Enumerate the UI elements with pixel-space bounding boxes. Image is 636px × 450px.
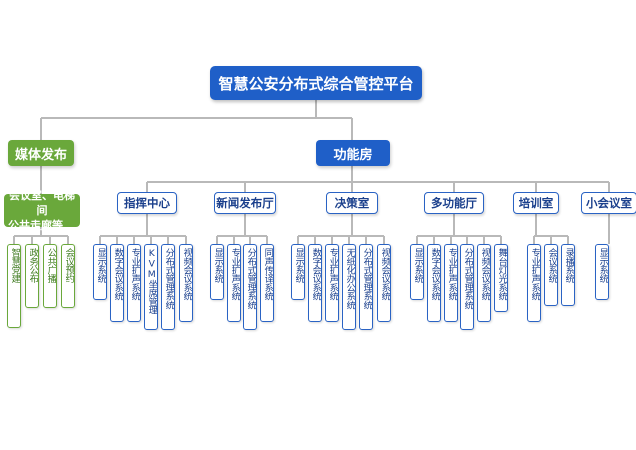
system-leaf: 分布式管理系统 [161,244,175,330]
function-room-node: 功能房 [316,140,390,166]
system-leaf: 同声传译系统 [260,244,274,322]
media-leaf: 智慧党建 [7,244,21,328]
media-leaf: 公共广播 [43,244,57,308]
media-location-node: 会议室、电梯间 公共走廊等 [4,189,80,232]
system-leaf: 显示系统 [595,244,609,300]
system-leaf: 显示系统 [291,244,305,300]
system-leaf: 录播系统 [561,244,575,306]
system-leaf: 显示系统 [410,244,424,300]
system-leaf: 分布式管理系统 [460,244,474,330]
system-leaf: 专业扩声系统 [227,244,241,322]
system-leaf: 专业扩声系统 [527,244,541,322]
system-leaf: 数字会议系统 [427,244,441,322]
system-leaf: 分布式管理系统 [359,244,373,330]
system-leaf: 专业扩声系统 [444,244,458,322]
system-leaf: 数字会议系统 [308,244,322,322]
room-decision-room: 决策室 [326,192,378,214]
media-leaf: 政务公布 [25,244,39,308]
system-leaf: 视频会议系统 [377,244,391,322]
system-leaf: 显示系统 [210,244,224,300]
system-leaf: 视频会议系统 [179,244,193,322]
media-leaf: 会议预约 [61,244,75,308]
room-multifunction-hall: 多功能厅 [424,192,484,214]
system-leaf: 显示系统 [93,244,107,300]
system-leaf: 分布式管理系统 [243,244,257,330]
media-publish-node: 媒体发布 [8,140,74,166]
system-leaf: 舞台灯光系统 [494,244,508,312]
system-leaf: 视频会议系统 [477,244,491,322]
system-leaf: KVM坐席管理 [144,244,158,330]
media-location-line-1: 会议室、电梯间 [9,189,75,217]
media-location-line-2: 公共走廊等 [8,219,63,232]
room-training-room: 培训室 [513,192,559,214]
system-leaf: 专业扩声系统 [325,244,339,322]
room-press-hall: 新闻发布厅 [214,192,276,214]
room-command-center: 指挥中心 [117,192,177,214]
room-small-meeting-room: 小会议室 [581,192,636,214]
system-leaf: 会议系统 [544,244,558,306]
system-leaf: 无纸化办公系统 [342,244,356,330]
platform-title: 智慧公安分布式综合管控平台 [210,66,422,100]
system-leaf: 专业扩声系统 [127,244,141,322]
system-leaf: 数字会议系统 [110,244,124,322]
